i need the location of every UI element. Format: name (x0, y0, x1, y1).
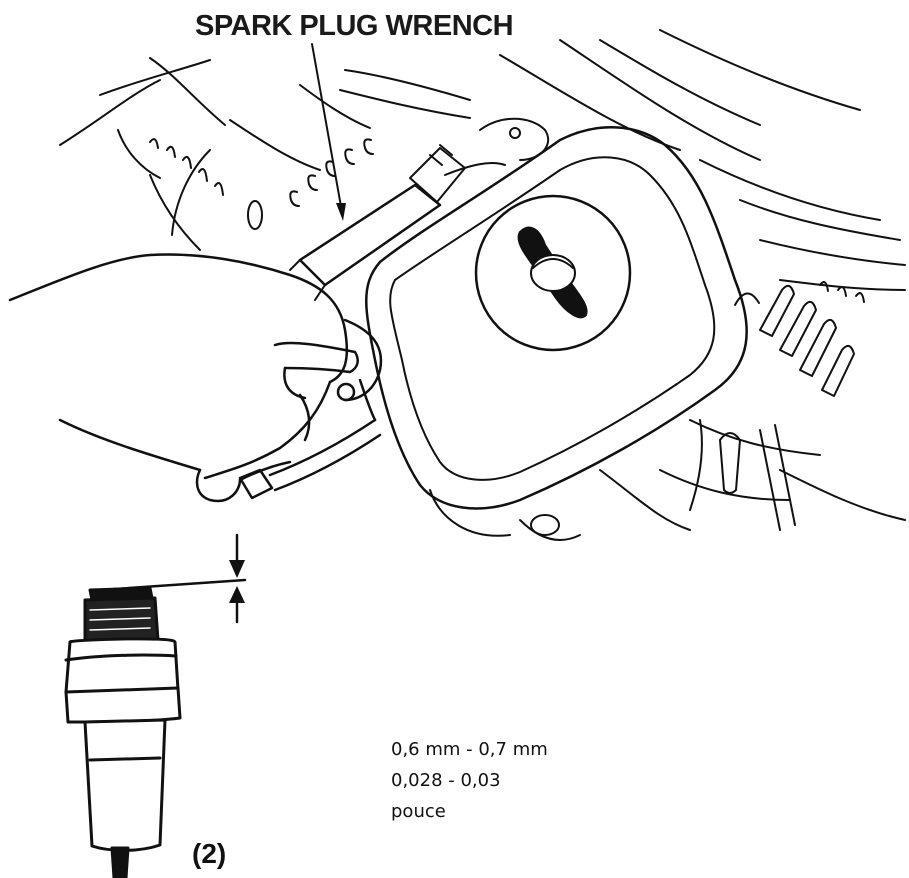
engine-frame-lines (59, 57, 471, 251)
gap-measurement-arrows (98, 533, 247, 624)
gap-inch-unit: pouce (391, 801, 446, 822)
callout-number: (2) (192, 838, 227, 869)
spark-plug-icon (64, 586, 182, 878)
machine-upper-right (499, 29, 906, 291)
diagram-title: SPARK PLUG WRENCH (195, 10, 514, 42)
air-cleaner-cover (365, 126, 748, 541)
hand-illustration (8, 253, 383, 503)
wing-nut-icon (517, 226, 588, 319)
engine-fins-right (659, 281, 906, 531)
gap-inch-value: 0,028 - 0,03 (391, 770, 501, 791)
wing-nut-boss (474, 194, 632, 352)
gap-mm-value: 0,6 mm - 0,7 mm (391, 739, 548, 760)
title-pointer-arrow (311, 43, 346, 221)
engine-fins-left (149, 138, 374, 230)
gap-specification: 0,6 mm - 0,7 mm 0,028 - 0,03 pouce (391, 734, 548, 827)
spark-plug-wrench (289, 117, 550, 301)
